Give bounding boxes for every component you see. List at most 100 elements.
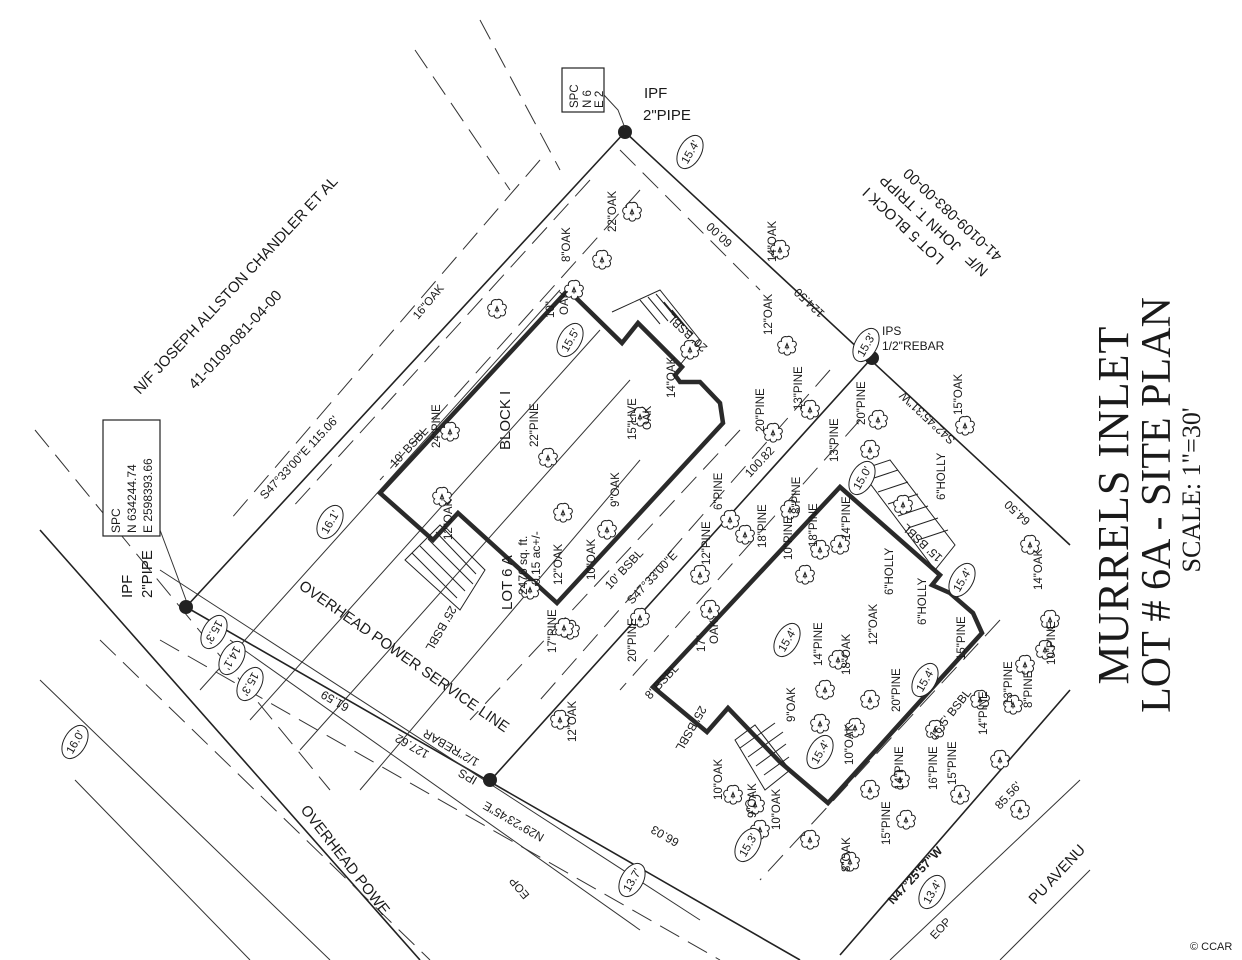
ipf-left-label: IPF — [119, 575, 136, 598]
ipf-left-marker — [179, 600, 193, 614]
tree-label: 6"HOLLY — [936, 452, 948, 500]
sw-boundary-distance-3: 66.03 — [648, 822, 681, 849]
tree-label: 20"PINE — [856, 381, 868, 425]
tree-label: 9"OAK — [747, 783, 759, 818]
tree-icon — [553, 502, 573, 523]
tree-icon — [487, 298, 507, 319]
watermark: © CCAR — [1190, 941, 1232, 953]
dimension-oval: 15.3' — [734, 827, 762, 863]
tree-label: 14"PINE — [978, 691, 990, 735]
tree-label: 10" — [545, 301, 557, 318]
tree-label: 22"OAK — [607, 191, 619, 232]
tree-label: 12"OAK — [567, 701, 579, 742]
tree-label: 15"PINE — [881, 801, 893, 845]
tree-icon — [795, 564, 815, 585]
spc-top-label: SPC — [569, 84, 581, 108]
tree-label: 10"OAK — [713, 759, 725, 800]
tree-label: 24"PINE — [431, 404, 443, 448]
tree-label: 14"PINE — [894, 746, 906, 790]
oval-outline — [948, 562, 976, 598]
tree-label: 10"PINE — [783, 516, 795, 560]
tree-label: 12"OAK — [553, 544, 565, 585]
tree-label: 15"OAK — [953, 374, 965, 415]
tree-label: 14"OAK — [666, 357, 678, 398]
overhead-power-road: OVERHEAD POWE — [297, 802, 393, 918]
oval-outline — [61, 724, 89, 760]
oval-outline — [852, 327, 880, 363]
tree-label: 10"OAK — [844, 724, 856, 765]
dimension-oval: 14.1' — [218, 640, 246, 676]
spc-left-label: SPC — [109, 508, 123, 533]
tree-label: 16"PINE — [928, 746, 940, 790]
tree-icon — [723, 784, 743, 805]
tree-label: 14"PINE — [813, 622, 825, 666]
tree-label: 20"PINE — [627, 618, 639, 662]
tree-label: OAK — [709, 619, 721, 644]
tree-label: OAK — [559, 290, 571, 315]
spc-top-north: N 6 — [582, 90, 594, 108]
tree-label: 8"PINE — [1023, 670, 1035, 708]
oval-outline — [806, 734, 834, 770]
tree-label: 22"PINE — [529, 403, 541, 447]
tree-label: 8"PINE — [791, 476, 803, 514]
title-scale: SCALE: 1"=30' — [1177, 407, 1206, 572]
tree-icon — [622, 201, 642, 222]
tree-icon — [893, 494, 913, 515]
oval-outline — [618, 862, 646, 898]
pipe-top-label: 2"PIPE — [643, 107, 691, 124]
dimension-oval: 16.0' — [61, 724, 89, 760]
oval-outline — [848, 460, 876, 496]
spc-left-north: N 634244.74 — [125, 464, 139, 533]
tree-label: 9"OAK — [610, 472, 622, 507]
oval-outline — [773, 622, 801, 658]
ipf-top-label: IPF — [644, 85, 667, 102]
oval-outline — [316, 504, 344, 540]
west-parcel-id: 41-0109-081-04-00 — [185, 287, 285, 393]
tree-label: 17" — [696, 635, 708, 652]
block-label: BLOCK I — [497, 391, 514, 450]
tree-label: 14"OAK — [767, 221, 779, 262]
tree-icon — [815, 679, 835, 700]
spc-top-east: E 2 — [594, 91, 606, 108]
tree-icon — [538, 447, 558, 468]
dimension-oval: 15.3' — [852, 327, 880, 363]
tree-label: 20"PINE — [755, 388, 767, 432]
tree-icon — [777, 335, 797, 356]
tree-icon — [990, 749, 1010, 770]
tree-label: 9"OAK — [786, 687, 798, 722]
oval-outline — [200, 614, 228, 650]
house-footprint-upper — [376, 286, 726, 607]
tree-icon — [690, 564, 710, 585]
nw-boundary-bearing: S47°33'00"E 115.06' — [257, 413, 341, 502]
spc-left-east: E 2598393.66 — [141, 458, 155, 533]
tree-label: 6"HOLLY — [917, 577, 929, 625]
rebar-right-label: 1/2"REBAR — [882, 339, 945, 353]
ips-bottom-marker — [483, 773, 497, 787]
tree-label: 15"PINE — [947, 741, 959, 785]
tree-icon — [896, 809, 916, 830]
tree-label: 17"PINE — [547, 609, 559, 653]
house-footprint-lower — [649, 483, 985, 807]
tree-icon — [597, 519, 617, 540]
tree-label: 8"OAK — [841, 837, 853, 872]
tree-label: 13"PINE — [1003, 661, 1015, 705]
se-boundary-bearing: S42°45'31"W — [896, 388, 958, 447]
tree-icon — [860, 689, 880, 710]
tree-label: 12"OAK — [868, 604, 880, 645]
pipe-left-label: 2"PIPE — [139, 550, 156, 598]
tree-icon — [735, 524, 755, 545]
road-name: PU AVENU — [1025, 841, 1088, 907]
ne-boundary-distance-2: 124.50 — [791, 285, 828, 320]
tree-label: 12"OAK — [763, 294, 775, 335]
tree-icon — [720, 509, 740, 530]
eop-label: EOP — [507, 874, 532, 901]
tree-icon — [860, 439, 880, 460]
tree-label: 8"OAK — [561, 227, 573, 262]
mid-boundary-distance: 100.82 — [742, 443, 777, 480]
tree-label: 6"PINE — [713, 472, 725, 510]
sw-boundary-bearing: N29°23'45"E — [481, 798, 547, 844]
tree-icon — [860, 779, 880, 800]
tree-label: 20"PINE — [891, 668, 903, 712]
oval-outline — [676, 134, 704, 170]
overhead-power-service-line: OVERHEAD POWER SERVICE LINE — [296, 577, 512, 736]
